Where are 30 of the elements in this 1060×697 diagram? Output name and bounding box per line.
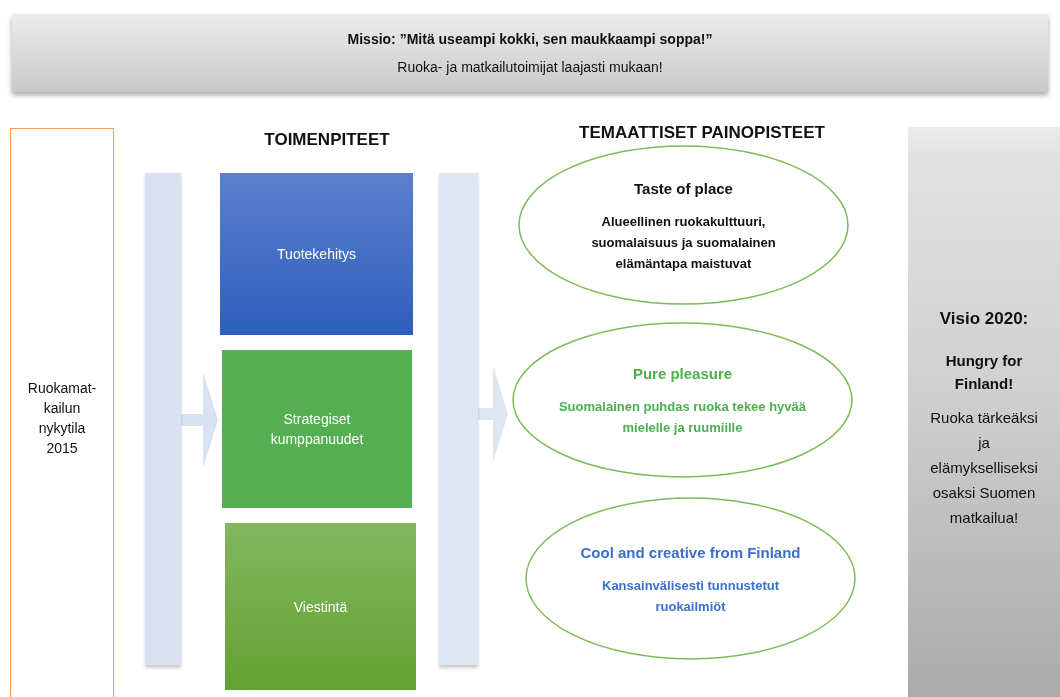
chevron-arrow bbox=[478, 366, 508, 462]
vision-slogan: Hungry for Finland! bbox=[944, 351, 1024, 394]
theme-ellipse bbox=[525, 497, 856, 660]
action-box bbox=[222, 350, 412, 508]
vision-panel bbox=[908, 127, 1060, 697]
action-label: Viestintä bbox=[292, 597, 349, 617]
action-box bbox=[220, 173, 413, 335]
action-box bbox=[225, 523, 416, 690]
theme-title: Pure pleasure bbox=[632, 364, 733, 384]
vision-text: Ruoka tärkeäksi ja elämykselliseksi osaksi Suomen matkailua! bbox=[929, 408, 1039, 528]
vertical-bar bbox=[439, 173, 478, 665]
theme-description: Kansainvälisesti tunnustetut ruokailmiöt bbox=[601, 576, 780, 616]
mission-banner bbox=[12, 14, 1048, 92]
vertical-bar bbox=[145, 173, 181, 665]
chevron-arrow bbox=[181, 372, 218, 468]
theme-ellipse bbox=[518, 145, 849, 305]
mission-heading: Missio: ”Mitä useampi kokki, sen maukkaampi soppa!” bbox=[347, 31, 713, 47]
theme-description: Alueellinen ruokakulttuuri, suomalaisuus ja suomalainen elämäntapa maistuvat bbox=[590, 212, 777, 273]
action-label: Strategiset kumppanuudet bbox=[269, 410, 365, 449]
column-heading: TEMAATTISET PAINOPISTEET bbox=[579, 123, 825, 143]
mission-subtitle: Ruoka- ja matkailutoimijat laajasti mukaan! bbox=[397, 59, 663, 75]
column-heading: TOIMENPITEET bbox=[264, 130, 390, 150]
action-label: Tuotekehitys bbox=[276, 245, 357, 264]
theme-title: Taste of place bbox=[634, 178, 733, 199]
status-box bbox=[10, 128, 114, 697]
theme-description: Suomalainen puhdas ruoka tekee hyvää mielelle ja ruumiille bbox=[558, 398, 807, 437]
status-text: Ruokamat- kailun nykytila 2015 bbox=[26, 379, 98, 458]
theme-ellipse bbox=[512, 322, 853, 478]
vision-heading: Visio 2020: bbox=[939, 309, 1029, 329]
theme-title: Cool and creative from Finland bbox=[580, 542, 801, 563]
